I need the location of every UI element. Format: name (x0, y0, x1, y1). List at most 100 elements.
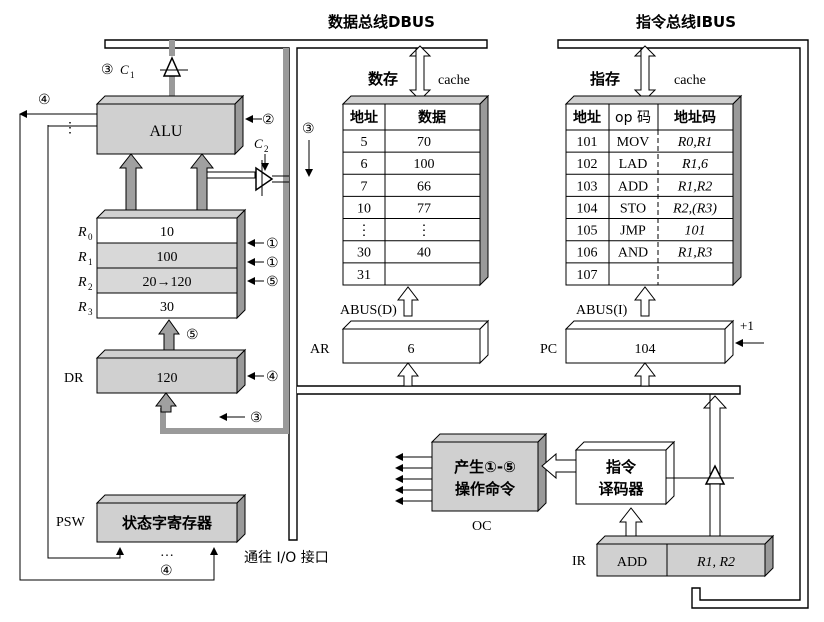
im-cell-address: 103 (577, 179, 598, 194)
im-cell-addrcode: 101 (685, 224, 706, 239)
pc-register: PC 104 +1 (540, 318, 764, 365)
oc-line2: 操作命令 (455, 480, 516, 498)
io-label: 通往 I/O 接口 (244, 549, 329, 566)
dm-cell-address: 7 (361, 179, 368, 194)
svg-text:R: R (77, 300, 87, 315)
psw-name: PSW (56, 515, 86, 530)
dm-header-data: 数据 (418, 109, 446, 126)
im-cell-address: 106 (577, 246, 598, 261)
dm-header-address: 地址 (350, 109, 378, 126)
step-5-r2: ⑤ (266, 275, 279, 290)
abus-i-label: ABUS(I) (576, 303, 628, 318)
c1-gate: C 1 (120, 56, 188, 80)
im-cell-op: ADD (618, 179, 648, 194)
alu-block: ALU ⋮ (63, 94, 245, 156)
dr-name: DR (64, 371, 84, 386)
svg-text:R: R (77, 275, 87, 290)
abus-d-label: ABUS(D) (340, 303, 397, 318)
dm-cell-address: ⋮ (357, 224, 371, 239)
alu-label: ALU (150, 123, 183, 140)
ibus-label: 指令总线IBUS (636, 13, 736, 31)
r3-value: 30 (160, 300, 174, 315)
dm-cell-address: 6 (361, 157, 368, 172)
dm-cell-address: 31 (357, 268, 371, 283)
im-cell-addrcode: R1,R3 (677, 246, 713, 261)
ar-name: AR (310, 342, 330, 357)
im-cell-op: AND (618, 246, 648, 261)
ir-addr: R1, R2 (696, 555, 735, 570)
ir-gate (666, 464, 734, 537)
grey-data-path (160, 40, 289, 434)
pc-name: PC (540, 342, 557, 357)
psw-label: 状态字寄存器 (122, 514, 213, 532)
c2-label: C (254, 136, 263, 151)
ar-value: 6 (408, 342, 415, 357)
dm-cell-data: 77 (417, 201, 431, 216)
instr-memory-title: 指存 (590, 70, 620, 88)
dm-cell-address: 30 (357, 246, 371, 261)
ar-register: AR 6 (310, 319, 490, 365)
c1-label: C (120, 62, 129, 77)
step-4-alu: ④ (38, 93, 51, 108)
svg-text:0: 0 (88, 232, 93, 242)
instruction-decoder: 指令 译码器 (574, 440, 676, 506)
im-cell-op: JMP (620, 224, 646, 239)
step-3-bus: ③ (302, 122, 315, 137)
dm-cell-data: 70 (417, 135, 431, 150)
svg-text:2: 2 (88, 282, 93, 292)
dbus-label: 数据总线DBUS (328, 13, 435, 31)
oc-line1: 产生①-⑤ (454, 458, 516, 476)
step-1-r1b: ① (266, 256, 279, 271)
c2-sub: 2 (264, 144, 269, 154)
dm-cell-data: 66 (417, 179, 431, 194)
dm-cell-address: 5 (361, 135, 368, 150)
c1-sub: 1 (130, 70, 135, 80)
im-cell-address: 104 (577, 201, 598, 216)
psw-register: PSW 状态字寄存器 … (56, 493, 247, 560)
address-bus (297, 385, 741, 395)
ir-op: ADD (617, 555, 647, 570)
register-r1: R 1 100 (77, 250, 178, 267)
step-4-dr: ④ (266, 370, 279, 385)
oc-block: 产生①-⑤ 操作命令 OC (430, 432, 548, 534)
dm-cell-data: 40 (417, 246, 431, 261)
svg-text:R: R (77, 250, 87, 265)
svg-text:1: 1 (88, 257, 93, 267)
ir-register: IR ADD R1, R2 (572, 534, 775, 578)
svg-text:3: 3 (88, 307, 93, 317)
r2-value: 20→120 (143, 275, 192, 290)
im-header-op: op 码 (615, 110, 651, 126)
register-r0: R 0 10 (77, 225, 174, 242)
oc-name: OC (472, 519, 491, 534)
step-1-r1a: ① (266, 237, 279, 252)
register-r3: R 3 30 (77, 300, 174, 317)
im-header-addrcode: 地址码 (674, 109, 716, 126)
pc-value: 104 (635, 342, 656, 357)
im-cell-op: LAD (619, 157, 648, 172)
step-3-c1: ③ (101, 63, 114, 78)
alu-dots: ⋮ (63, 121, 77, 136)
psw-dots: … (160, 545, 174, 560)
r1-value: 100 (157, 250, 178, 265)
data-bus (104, 39, 488, 541)
im-cell-op: STO (620, 201, 646, 216)
im-cell-op: MOV (617, 135, 650, 150)
register-file (95, 208, 247, 320)
dr-value: 120 (157, 371, 178, 386)
dm-cell-data: 100 (414, 157, 435, 172)
step-4-psw: ④ (160, 564, 173, 579)
dr-register: DR 120 (64, 348, 247, 395)
data-memory-title: 数存 (368, 70, 398, 88)
c2-gate: C 2 (207, 136, 289, 196)
r0-value: 10 (160, 225, 174, 240)
instruction-bus (557, 39, 809, 609)
im-cell-address: 107 (577, 268, 598, 283)
step-5-dr: ⑤ (186, 328, 199, 343)
decoder-line2: 译码器 (598, 480, 644, 498)
dm-cell-data: ⋮ (417, 224, 431, 239)
svg-text:R: R (77, 225, 87, 240)
